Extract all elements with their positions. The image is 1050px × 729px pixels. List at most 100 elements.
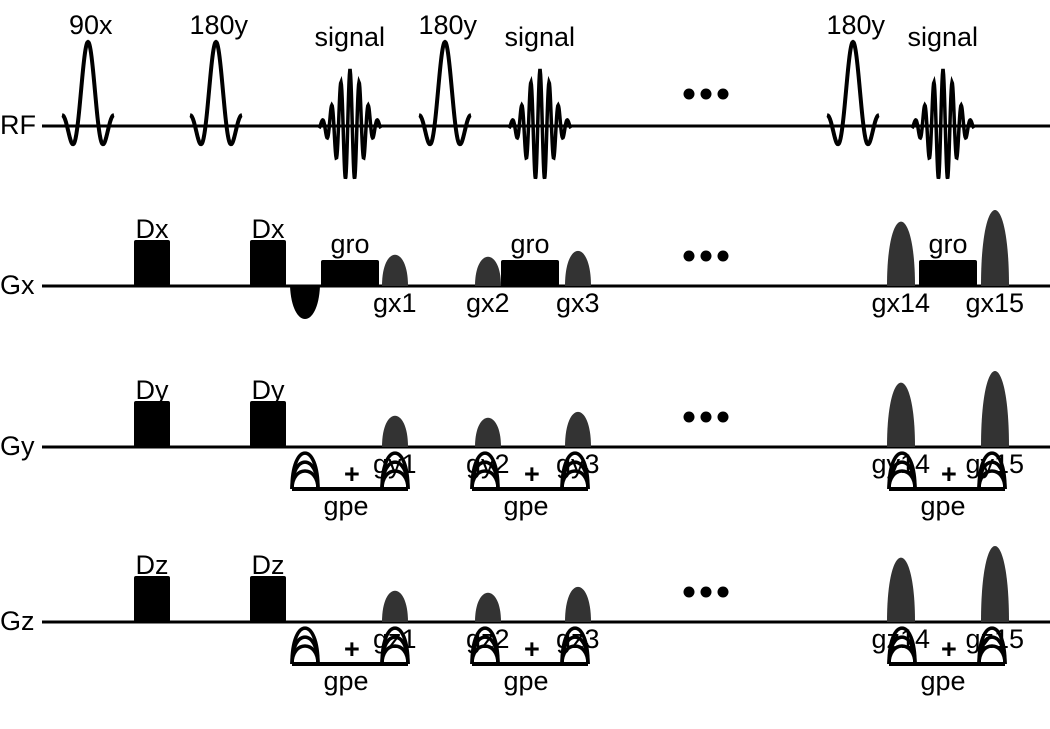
ellipsis-icon	[717, 88, 729, 100]
gro-label: gro	[330, 229, 370, 259]
rf-pulse-0	[61, 39, 115, 147]
gx-crusher-lobe	[981, 209, 1009, 286]
plus-sign: +	[941, 459, 957, 489]
gx-readout-gradient	[321, 260, 379, 286]
rf-pulse-label: 180y	[418, 10, 478, 40]
gz-crusher-label: gz1	[373, 624, 417, 654]
ellipsis-icon	[683, 586, 695, 598]
rf-pulse-label: 180y	[189, 10, 249, 40]
gx-diffusion-label: Dx	[251, 214, 285, 244]
rf-echo-signal-1	[507, 68, 573, 180]
ellipsis-icon	[683, 88, 695, 100]
gz-phase-encode-arc	[470, 644, 500, 665]
gx-diffusion-label: Dx	[135, 214, 169, 244]
gz-crusher-lobe	[981, 545, 1009, 622]
gz-crusher-lobe	[565, 586, 591, 622]
plus-sign: +	[344, 634, 360, 664]
plus-sign: +	[524, 459, 540, 489]
rf-pulse-3	[826, 39, 880, 147]
gx-crusher-lobe	[887, 221, 915, 286]
rf-axis-label: RF	[0, 110, 36, 140]
gpe-label: gpe	[323, 666, 369, 696]
gy-crusher-label: gy1	[373, 449, 417, 479]
gz-crusher-label: gz3	[556, 624, 600, 654]
plus-sign: +	[344, 459, 360, 489]
rf-pulse-2	[418, 39, 472, 147]
ellipsis-icon	[717, 250, 729, 262]
gx-readout-gradient	[501, 260, 559, 286]
gy-diffusion-block	[134, 401, 170, 447]
ellipsis-icon	[717, 411, 729, 423]
gx-crusher-label: gx14	[871, 288, 931, 318]
ellipsis-icon	[700, 88, 712, 100]
gz-diffusion-block	[250, 576, 286, 622]
gz-phase-encode-arc	[380, 644, 410, 665]
gy-crusher-label: gy15	[965, 449, 1025, 479]
gy-phase-encode-arc	[470, 469, 500, 490]
gz-phase-encode-arc	[977, 644, 1007, 665]
gz-crusher-lobe	[887, 557, 915, 622]
gy-phase-encode-arc	[560, 469, 590, 490]
signal-label: signal	[504, 22, 576, 52]
gx-crusher-label: gx15	[965, 288, 1025, 318]
plus-sign: +	[524, 634, 540, 664]
gpe-label: gpe	[503, 491, 549, 521]
gy-crusher-label: gy2	[466, 449, 510, 479]
gy-diffusion-label: Dy	[135, 375, 169, 405]
gy-phase-encode-arc	[887, 469, 917, 490]
gz-crusher-lobe	[382, 590, 408, 622]
gz-diffusion-label: Dz	[135, 550, 169, 580]
gx-axis-label: Gx	[0, 270, 35, 300]
gy-crusher-lobe	[887, 382, 915, 447]
signal-label: signal	[314, 22, 386, 52]
gy-crusher-lobe	[981, 370, 1009, 447]
rf-echo-signal-0	[317, 68, 383, 180]
gy-crusher-lobe	[475, 417, 501, 447]
gz-crusher-label: gz2	[466, 624, 510, 654]
gz-phase-encode-arc	[887, 644, 917, 665]
gy-crusher-label: gy14	[871, 449, 931, 479]
gz-diffusion-label: Dz	[251, 550, 285, 580]
gpe-label: gpe	[323, 491, 369, 521]
gz-diffusion-block	[134, 576, 170, 622]
gy-axis-label: Gy	[0, 431, 35, 461]
gx-crusher-lobe	[475, 256, 501, 286]
gx-diffusion-block	[250, 240, 286, 286]
gx-crusher-label: gx1	[373, 288, 417, 318]
ellipsis-icon	[700, 411, 712, 423]
gx-crusher-label: gx3	[556, 288, 600, 318]
ellipsis-icon	[700, 586, 712, 598]
rf-pulse-1	[189, 39, 243, 147]
gy-crusher-label: gy3	[556, 449, 600, 479]
ellipsis-icon	[700, 250, 712, 262]
gy-phase-encode-arc	[290, 469, 320, 490]
rf-echo-signal-2	[910, 68, 976, 180]
ellipsis-icon	[717, 586, 729, 598]
gpe-label: gpe	[920, 666, 966, 696]
gz-phase-encode-arc	[290, 644, 320, 665]
gy-diffusion-block	[250, 401, 286, 447]
gz-axis-label: Gz	[0, 606, 35, 636]
gx-crusher-label: gx2	[466, 288, 510, 318]
gro-label: gro	[510, 229, 550, 259]
gz-crusher-label: gz14	[871, 624, 931, 654]
gpe-label: gpe	[920, 491, 966, 521]
gx-readout-gradient	[919, 260, 977, 286]
gy-crusher-lobe	[382, 415, 408, 447]
ellipsis-icon	[683, 411, 695, 423]
plus-sign: +	[941, 634, 957, 664]
gx-crusher-lobe	[565, 250, 591, 286]
gx-prephaser-lobe	[290, 286, 320, 319]
rf-pulse-label: 90x	[69, 10, 113, 40]
gy-crusher-lobe	[565, 411, 591, 447]
gro-label: gro	[928, 229, 968, 259]
gpe-label: gpe	[503, 666, 549, 696]
gy-phase-encode-arc	[977, 469, 1007, 490]
gz-phase-encode-arc	[560, 644, 590, 665]
gz-crusher-label: gz15	[965, 624, 1025, 654]
gx-diffusion-block	[134, 240, 170, 286]
gz-crusher-lobe	[475, 592, 501, 622]
rf-pulse-label: 180y	[826, 10, 886, 40]
